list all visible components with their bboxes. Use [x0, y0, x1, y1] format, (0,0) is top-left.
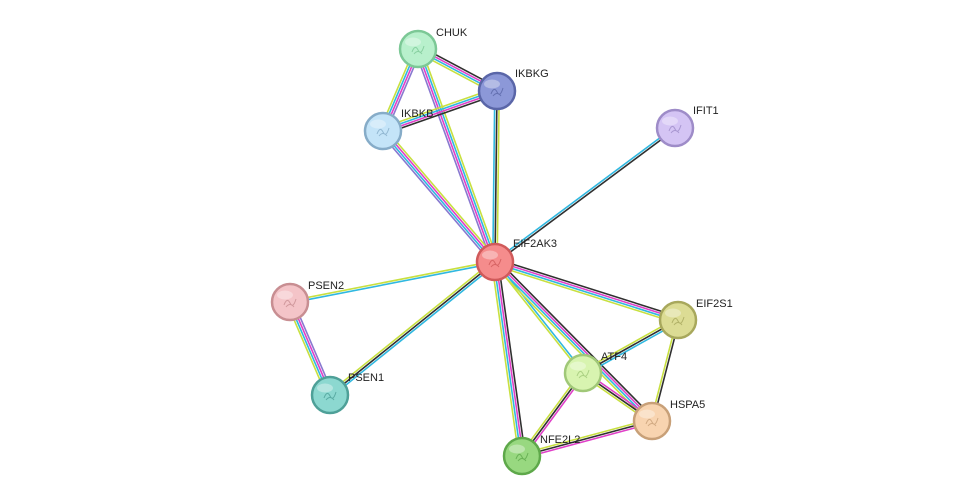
edge-line-experiments	[494, 260, 654, 422]
edge-line-curated	[379, 132, 494, 265]
node-ifit1[interactable]: IFIT1	[655, 105, 719, 148]
protein-structure-icon	[283, 298, 297, 308]
node-gloss	[370, 119, 386, 129]
node-ikbkb[interactable]: IKBKB	[363, 108, 433, 151]
edge-line-coexpression	[329, 261, 496, 396]
node-label: PSEN1	[348, 372, 384, 384]
node-ikbkg[interactable]: IKBKG	[477, 68, 549, 111]
node-label: CHUK	[436, 27, 468, 39]
edge-eif2ak3-ikbkg[interactable]	[491, 90, 501, 263]
node-gloss	[317, 383, 333, 393]
edge-line-text-mining	[490, 261, 520, 458]
edge-line-experiments	[495, 261, 524, 457]
edge-line-experiments	[494, 260, 680, 320]
edge-line-experiments	[383, 129, 497, 263]
edge-line-curated	[414, 49, 493, 264]
node-hspa5[interactable]: HSPA5	[632, 399, 705, 441]
node-gloss	[662, 116, 678, 126]
edge-line-text-mining	[288, 260, 496, 302]
protein-structure-icon	[376, 127, 390, 137]
edge-line-database	[289, 262, 497, 304]
edge-line-coexpression	[497, 260, 527, 457]
node-gloss	[277, 290, 293, 300]
edge-eif2ak3-psen1[interactable]	[327, 259, 498, 398]
node-label: PSEN2	[308, 280, 344, 292]
edge-line-database	[330, 262, 498, 398]
edge-eif2ak3-chuk[interactable]	[414, 47, 499, 264]
node-label: HSPA5	[670, 399, 705, 411]
edge-eif2ak3-ifit1[interactable]	[493, 126, 677, 264]
edge-line-database	[493, 262, 679, 322]
edge-line-coexpression	[494, 90, 498, 263]
edge-line-text-mining	[496, 90, 501, 263]
edge-line-database	[493, 261, 522, 457]
protein-structure-icon	[576, 369, 590, 379]
node-gloss	[405, 37, 421, 47]
edge-line-experiments	[416, 48, 495, 264]
node-label: EIF2AK3	[513, 238, 557, 250]
node-label: IFIT1	[693, 105, 719, 117]
node-gloss	[482, 250, 498, 260]
node-eif2s1[interactable]: EIF2S1	[658, 298, 733, 340]
node-label: NFE2L2	[540, 434, 580, 446]
node-nfe2l2[interactable]: NFE2L2	[502, 434, 580, 476]
node-label: EIF2S1	[696, 298, 733, 310]
edge-line-experiments	[521, 422, 654, 459]
node-psen2[interactable]: PSEN2	[270, 280, 344, 322]
edge-line-database	[491, 90, 496, 263]
edge-line-coexpression	[496, 258, 656, 420]
edge-line-coexpression	[383, 93, 499, 135]
node-atf4[interactable]: ATF4	[563, 351, 627, 393]
edge-eif2ak3-nfe2l2[interactable]	[490, 260, 527, 458]
protein-structure-icon	[411, 45, 425, 55]
edge-line-text-mining	[420, 47, 499, 262]
protein-structure-icon	[645, 417, 659, 427]
protein-structure-icon	[490, 87, 504, 97]
edge-line-database	[381, 130, 495, 264]
edge-line-coexpression	[521, 420, 653, 457]
protein-structure-icon	[323, 391, 337, 401]
edge-line-coexpression	[494, 128, 677, 264]
edge-line-database	[493, 126, 676, 262]
edge-eif2ak3-hspa5[interactable]	[491, 258, 656, 425]
edge-eif2ak3-ikbkb[interactable]	[379, 128, 499, 265]
edge-line-experiments	[382, 91, 499, 133]
node-gloss	[484, 79, 500, 89]
node-gloss	[509, 444, 525, 454]
edge-hspa5-nfe2l2[interactable]	[520, 418, 654, 459]
edge-eif2ak3-eif2s1[interactable]	[493, 258, 680, 324]
node-gloss	[665, 308, 681, 318]
edge-eif2ak3-psen2[interactable]	[288, 260, 497, 304]
protein-structure-icon	[515, 452, 529, 462]
edge-line-database	[493, 261, 653, 423]
node-gloss	[570, 361, 586, 371]
edge-line-database	[418, 47, 497, 263]
protein-structure-icon	[488, 258, 502, 268]
edge-line-database	[381, 89, 498, 131]
edge-line-text-mining	[327, 259, 495, 395]
node-gloss	[639, 409, 655, 419]
edge-line-text-mining	[491, 263, 651, 425]
node-label: ATF4	[601, 351, 627, 363]
node-label: IKBKB	[401, 108, 433, 120]
edge-line-text-mining	[520, 418, 653, 455]
protein-structure-icon	[671, 316, 685, 326]
node-psen1[interactable]: PSEN1	[310, 372, 384, 415]
edge-ikbkg-ikbkb[interactable]	[381, 87, 499, 135]
node-label: IKBKG	[515, 68, 549, 80]
node-eif2ak3[interactable]: EIF2AK3	[475, 238, 557, 282]
edge-line-text-mining	[381, 87, 497, 129]
node-chuk[interactable]: CHUK	[398, 27, 468, 69]
edge-line-text-mining	[384, 128, 499, 261]
protein-structure-icon	[668, 124, 682, 134]
edge-line-text-mining	[493, 264, 678, 324]
edge-line-coexpression	[495, 258, 680, 318]
